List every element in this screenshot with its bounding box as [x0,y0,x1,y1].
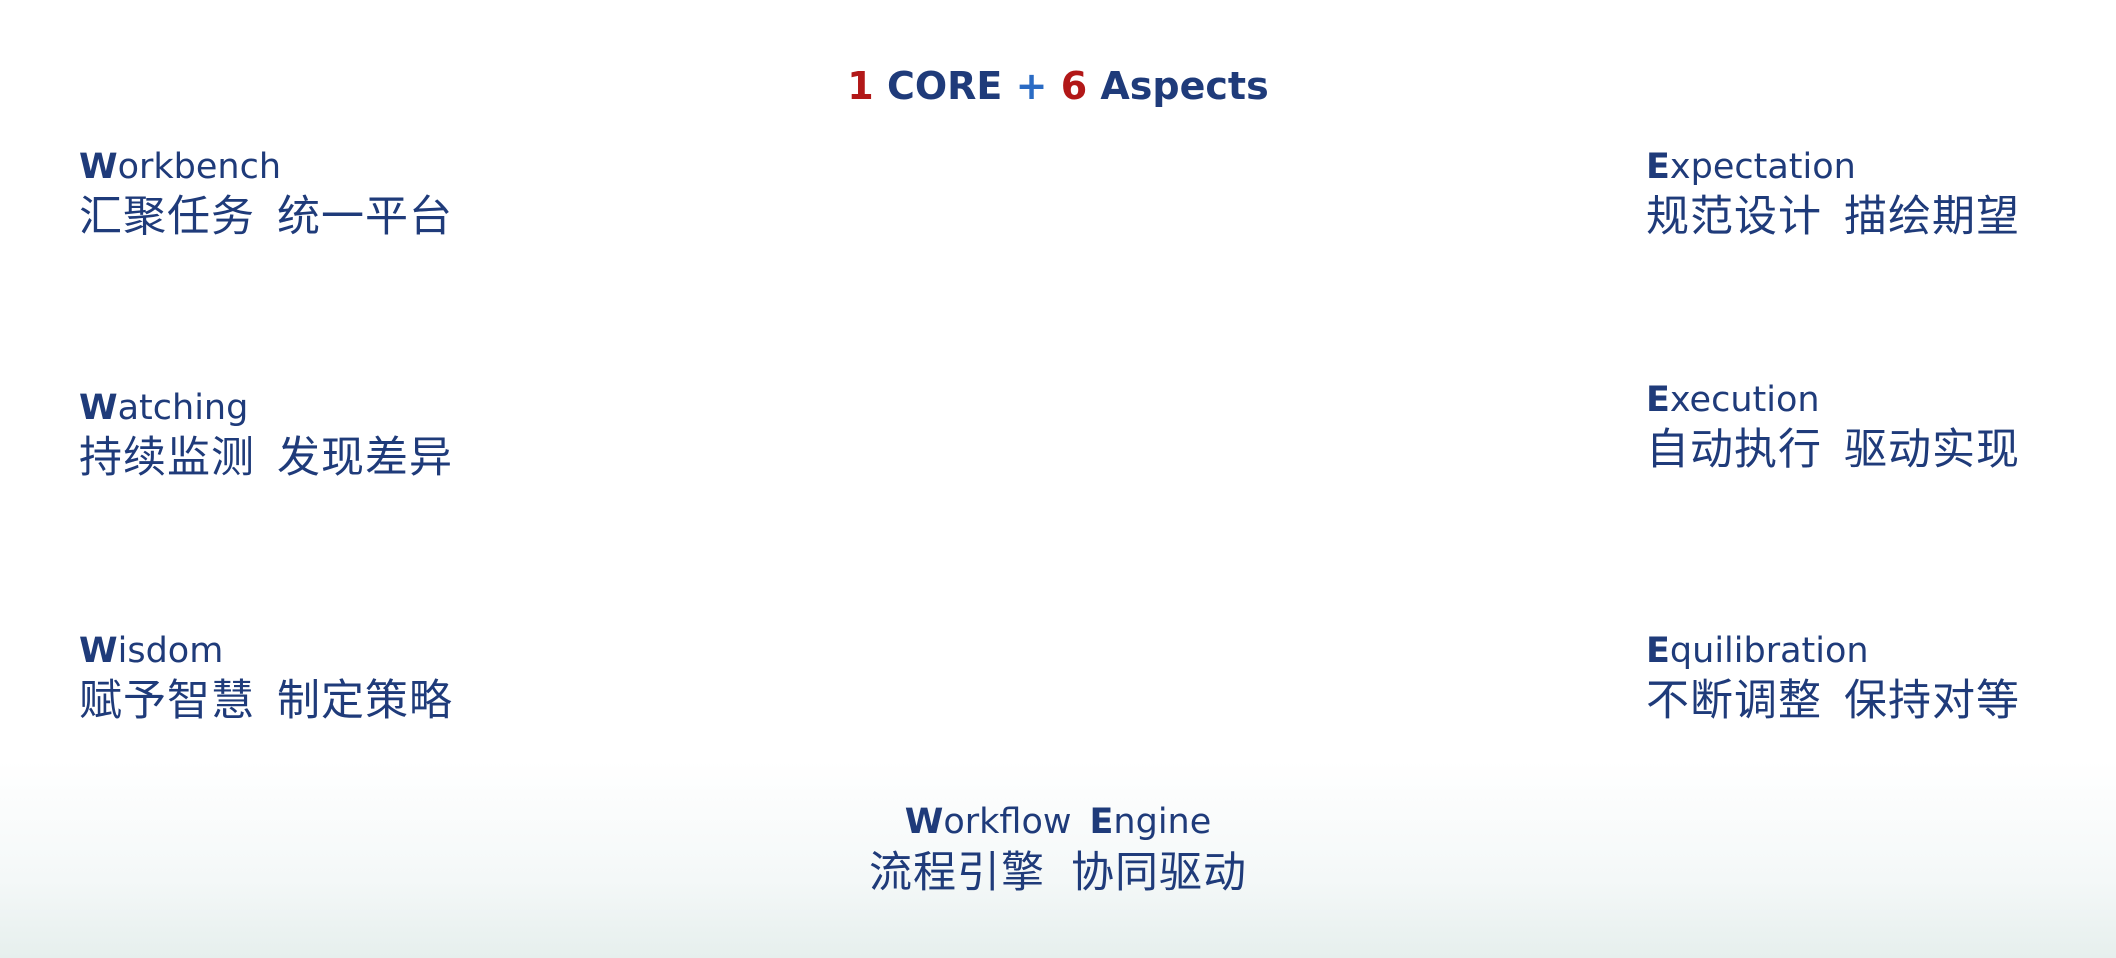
title-core-label: CORE [886,64,1003,108]
core-desc-2: 协同驱动 [1071,848,1247,898]
aspect-name-rest: quilibration [1669,631,1869,671]
aspect-name-rest: orkbench [117,147,282,187]
title-number-core: 1 [847,64,874,108]
aspect-workbench-name: Workbench [79,145,453,189]
aspect-desc-1: 持续监测 [79,433,255,483]
aspect-initial: E [1646,147,1670,187]
aspect-wisdom-desc: 赋予智慧制定策略 [79,673,453,729]
aspect-watching: Watching 持续监测发现差异 [79,386,453,486]
core-initial-e: E [1089,802,1114,842]
aspect-name-rest: xecution [1669,380,1820,420]
aspect-name-rest: atching [117,388,249,428]
aspect-initial: E [1646,380,1670,420]
aspect-workbench-desc: 汇聚任务统一平台 [79,189,453,245]
aspect-desc-1: 赋予智慧 [79,676,255,726]
aspect-expectation-desc: 规范设计描绘期望 [1646,189,2020,245]
aspect-initial: E [1646,631,1670,671]
aspect-equilibration-desc: 不断调整保持对等 [1646,673,2020,729]
aspect-desc-1: 自动执行 [1646,425,1822,475]
aspect-equilibration: Equilibration 不断调整保持对等 [1646,629,2020,729]
aspect-name-rest: isdom [117,631,224,671]
core-name-rest-1: orkflow [943,802,1072,842]
aspect-watching-name: Watching [79,386,453,430]
aspect-name-rest: xpectation [1669,147,1856,187]
aspect-desc-1: 不断调整 [1646,676,1822,726]
title-plus: + [1015,64,1048,108]
diagram-title: 1 CORE + 6 Aspects [0,60,2116,112]
aspect-expectation: Expectation 规范设计描绘期望 [1646,145,2020,245]
aspect-initial: W [79,147,118,187]
aspect-execution-desc: 自动执行驱动实现 [1646,422,2020,478]
aspect-desc-2: 制定策略 [277,676,453,726]
aspect-desc-2: 驱动实现 [1844,425,2020,475]
title-aspects-label: Aspects [1100,64,1269,108]
aspect-execution-name: Execution [1646,378,2020,422]
title-number-aspects: 6 [1060,64,1088,108]
core-desc: 流程引擎协同驱动 [0,844,2116,902]
core-workflow-engine: Workflow Engine 流程引擎协同驱动 [0,800,2116,902]
aspect-workbench: Workbench 汇聚任务统一平台 [79,145,453,245]
aspect-desc-1: 规范设计 [1646,192,1822,242]
aspect-wisdom-name: Wisdom [79,629,453,673]
aspect-desc-2: 发现差异 [277,433,453,483]
core-name: Workflow Engine [0,800,2116,844]
aspect-wisdom: Wisdom 赋予智慧制定策略 [79,629,453,729]
aspect-desc-2: 保持对等 [1844,676,2020,726]
aspect-initial: W [79,388,118,428]
aspect-expectation-name: Expectation [1646,145,2020,189]
aspect-desc-2: 描绘期望 [1844,192,2020,242]
aspect-equilibration-name: Equilibration [1646,629,2020,673]
aspect-watching-desc: 持续监测发现差异 [79,430,453,486]
aspect-desc-1: 汇聚任务 [79,192,255,242]
aspect-execution: Execution 自动执行驱动实现 [1646,378,2020,478]
core-desc-1: 流程引擎 [869,848,1045,898]
aspect-initial: W [79,631,118,671]
core-name-rest-2: ngine [1113,802,1212,842]
core-initial-w: W [904,802,944,842]
aspect-desc-2: 统一平台 [277,192,453,242]
